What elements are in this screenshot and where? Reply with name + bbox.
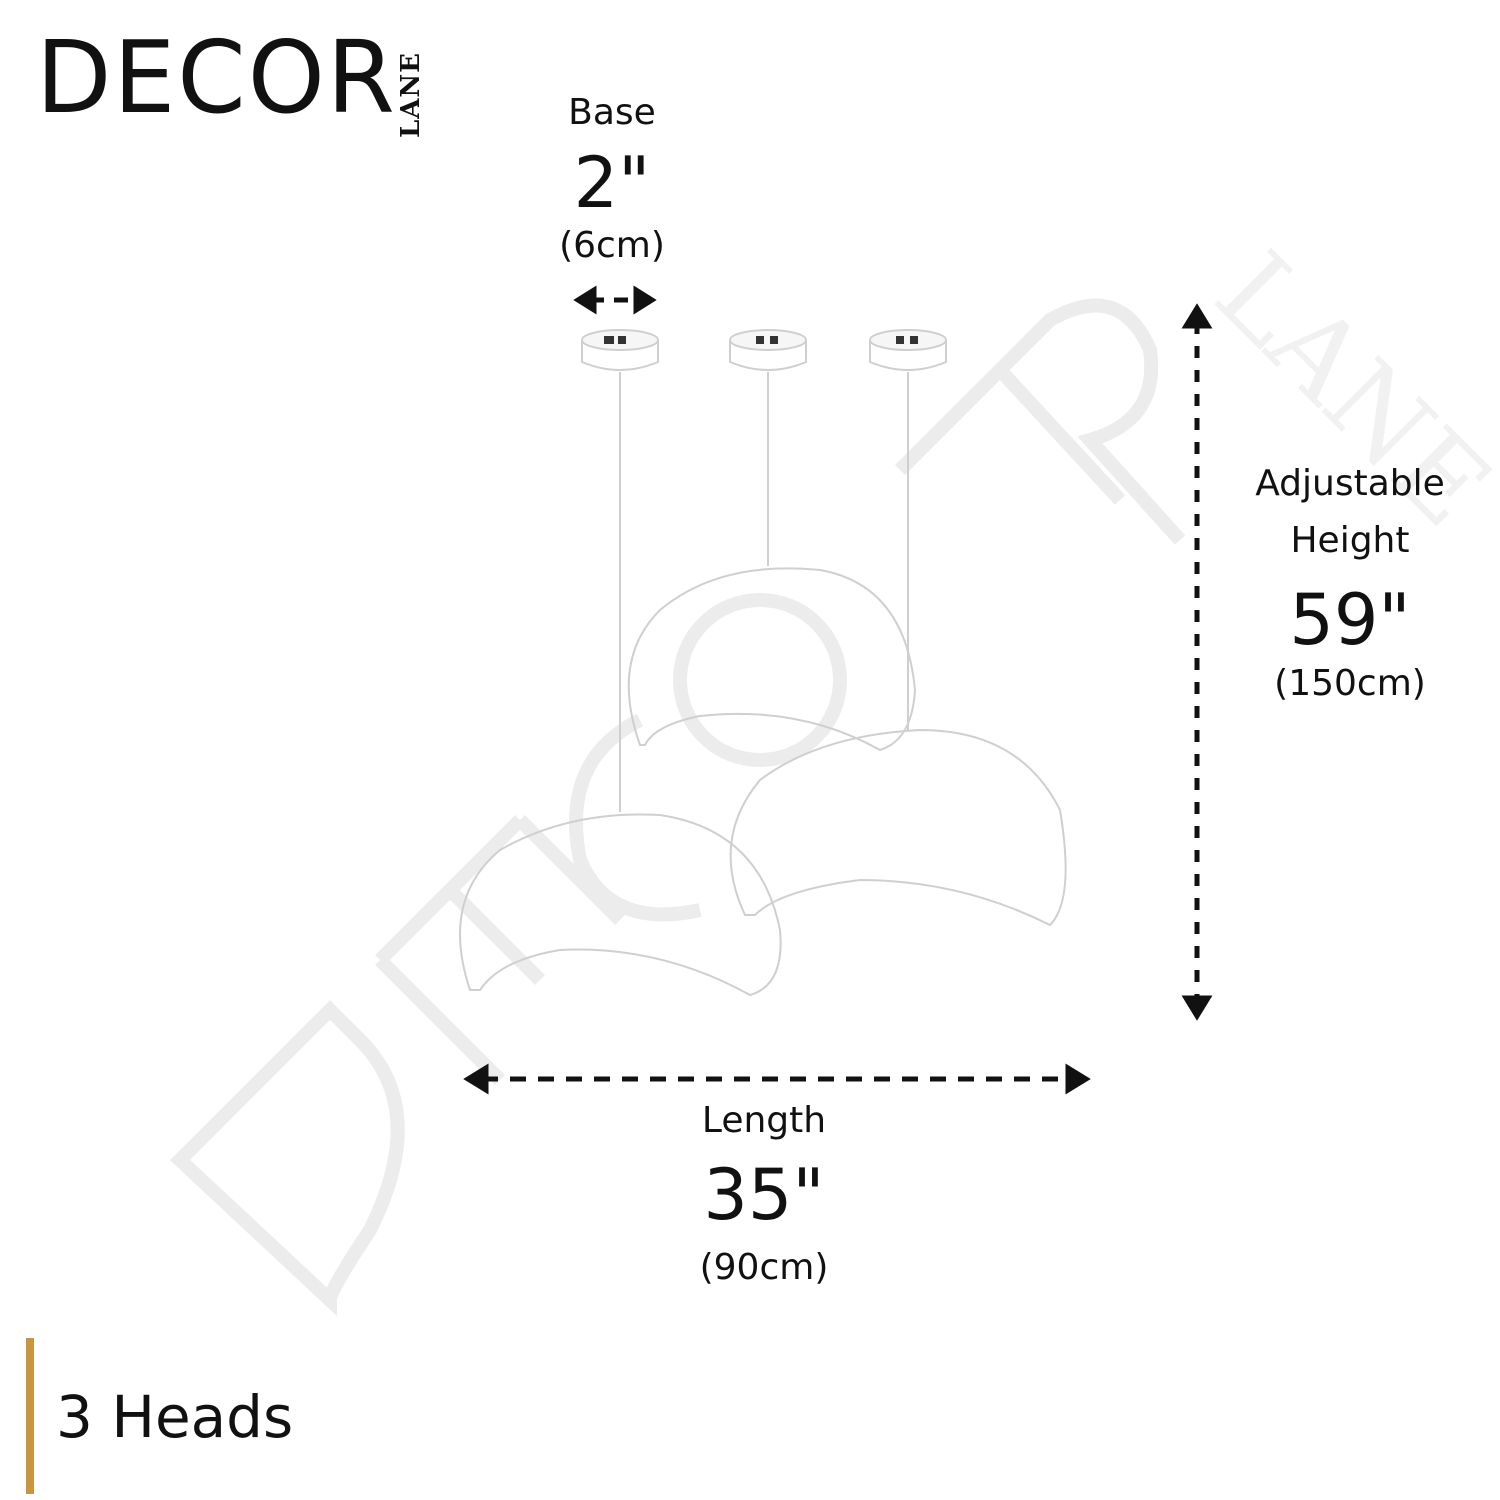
base-metric: (6cm) [559,225,665,266]
canopy-middle [729,329,807,371]
height-label-line1: Adjustable [1255,463,1445,504]
base-label: Base [568,92,656,133]
footer-heads-count: 3 Heads [56,1383,294,1451]
length-label: Length [701,1100,827,1141]
height-metric: (150cm) [1274,663,1426,704]
base-arrow [573,285,657,315]
height-label-line2: Height [1290,520,1410,561]
canopy-right [869,329,947,371]
length-metric: (90cm) [699,1247,829,1288]
height-arrow [1181,303,1213,1021]
brand-logo-word: DECOR [36,19,397,136]
height-imperial: 59" [1289,579,1411,661]
base-imperial: 2" [573,142,651,224]
length-arrow [463,1063,1091,1095]
canopy-left [581,329,659,371]
length-imperial: 35" [703,1154,825,1236]
footer-accent-bar [26,1338,34,1494]
